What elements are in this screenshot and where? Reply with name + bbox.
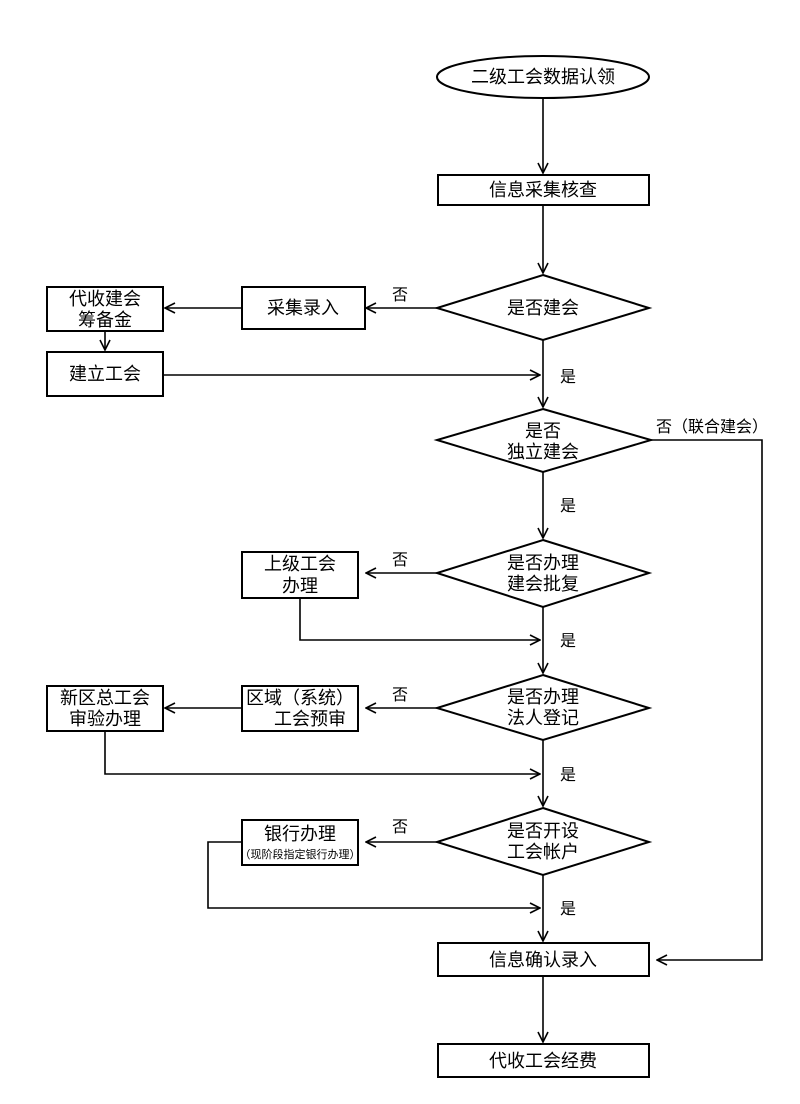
q-approval-diamond [433, 538, 653, 609]
edge-labels: 否 是 否（联合建会） 是 否 是 否 是 否 是 [392, 285, 768, 918]
q-legal-line-1: 是否办理 [507, 687, 579, 708]
upper-union-line-1: 上级工会 [264, 554, 336, 575]
edges [104, 97, 763, 1042]
edge-new-district-to-main [104, 731, 540, 774]
q-legal-diamond [433, 673, 653, 742]
bank-node: 银行办理 [264, 824, 336, 845]
establish-box [46, 351, 164, 397]
q-independent-diamond [433, 407, 655, 474]
confirm-box [437, 942, 650, 977]
bank-box [241, 819, 359, 866]
q-union-node: 是否建会 [507, 298, 579, 319]
label-q-union-no: 否 [392, 285, 408, 304]
edge-upper-union-to-main [299, 598, 540, 640]
q-legal-line-2: 法人登记 [507, 708, 579, 729]
q-union-diamond [433, 273, 653, 342]
upper-union-line-2: 办理 [282, 576, 318, 597]
upper-union-box [241, 551, 359, 599]
collect-fee-box [46, 286, 164, 332]
nodes: 二级工会数据认领 信息采集核查 是否建会 采集录入 代收建会 筹备金 建立工会 … [46, 55, 655, 1078]
collect-dues-box [437, 1043, 650, 1078]
q-approval-line-2: 建会批复 [507, 574, 579, 595]
label-q-approval-no: 否 [392, 550, 408, 569]
label-q-independent-yes: 是 [560, 496, 576, 515]
verify-node: 信息采集核查 [489, 180, 597, 201]
collect-dues-node: 代收工会经费 [489, 1051, 597, 1072]
q-approval-line-1: 是否办理 [507, 553, 579, 574]
region-review-line-1: 区域（系统） [246, 688, 354, 709]
q-independent-line-2: 独立建会 [507, 442, 579, 463]
edge-bank-to-main [207, 841, 540, 908]
collect-node: 采集录入 [267, 298, 339, 319]
verify-box [437, 174, 650, 206]
label-q-independent-no-joint: 否（联合建会） [656, 417, 768, 436]
start-node-shape [436, 55, 650, 99]
new-district-box [46, 685, 164, 732]
label-establish-yes: 是 [560, 367, 576, 386]
establish-node: 建立工会 [69, 364, 141, 385]
collect-fee-line-1: 代收建会 [69, 289, 141, 310]
label-q-approval-yes: 是 [560, 631, 576, 650]
new-district-line-2: 审验办理 [69, 709, 141, 730]
q-independent-line-1: 是否 [525, 421, 561, 442]
edge-q-independent-no-to-confirm [651, 439, 763, 960]
label-q-account-no: 否 [392, 817, 408, 836]
collect-box [241, 286, 366, 330]
q-account-diamond [433, 806, 653, 877]
new-district-line-1: 新区总工会 [60, 688, 150, 709]
label-q-legal-yes: 是 [560, 765, 576, 784]
collect-fee-line-2: 筹备金 [78, 310, 132, 331]
region-review-box [241, 685, 359, 732]
confirm-node: 信息确认录入 [489, 950, 597, 971]
region-review-line-2: 工会预审 [274, 709, 346, 730]
start-node: 二级工会数据认领 [471, 67, 615, 88]
bank-note: （现阶段指定银行办理） [240, 847, 361, 861]
q-account-line-2: 工会帐户 [507, 842, 579, 863]
label-q-legal-no: 否 [392, 685, 408, 704]
label-q-account-yes: 是 [560, 899, 576, 918]
q-account-line-1: 是否开设 [507, 821, 579, 842]
